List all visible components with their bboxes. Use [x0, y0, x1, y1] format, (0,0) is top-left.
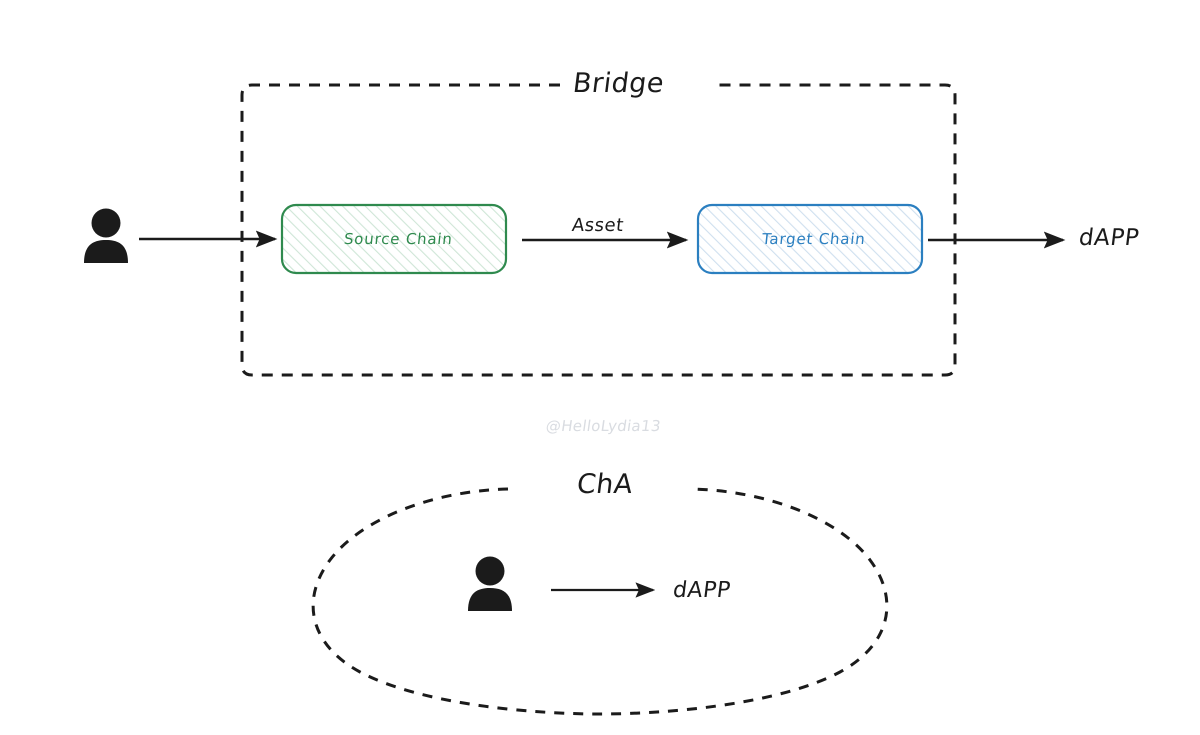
cha-container-outline: [311, 487, 889, 716]
cha-container: [311, 487, 889, 716]
bridge-title: Bridge: [571, 68, 666, 99]
watermark: @HelloLydia13: [544, 417, 663, 435]
dapp-label-bottom: dAPP: [671, 578, 733, 603]
target-chain-box: [696, 203, 924, 275]
target-chain-label: Target Chain: [761, 230, 867, 248]
dapp-label-top: dAPP: [1077, 225, 1141, 251]
user-person-icon-bottom: [468, 556, 512, 611]
user-person-icon: [84, 208, 128, 263]
target-chain-node[interactable]: [696, 203, 924, 275]
asset-edge-label: Asset: [570, 215, 625, 236]
cha-title: ChA: [575, 469, 635, 500]
source-chain-label: Source Chain: [343, 230, 454, 248]
source-chain-box: [280, 203, 508, 275]
source-chain-node[interactable]: [280, 203, 508, 275]
